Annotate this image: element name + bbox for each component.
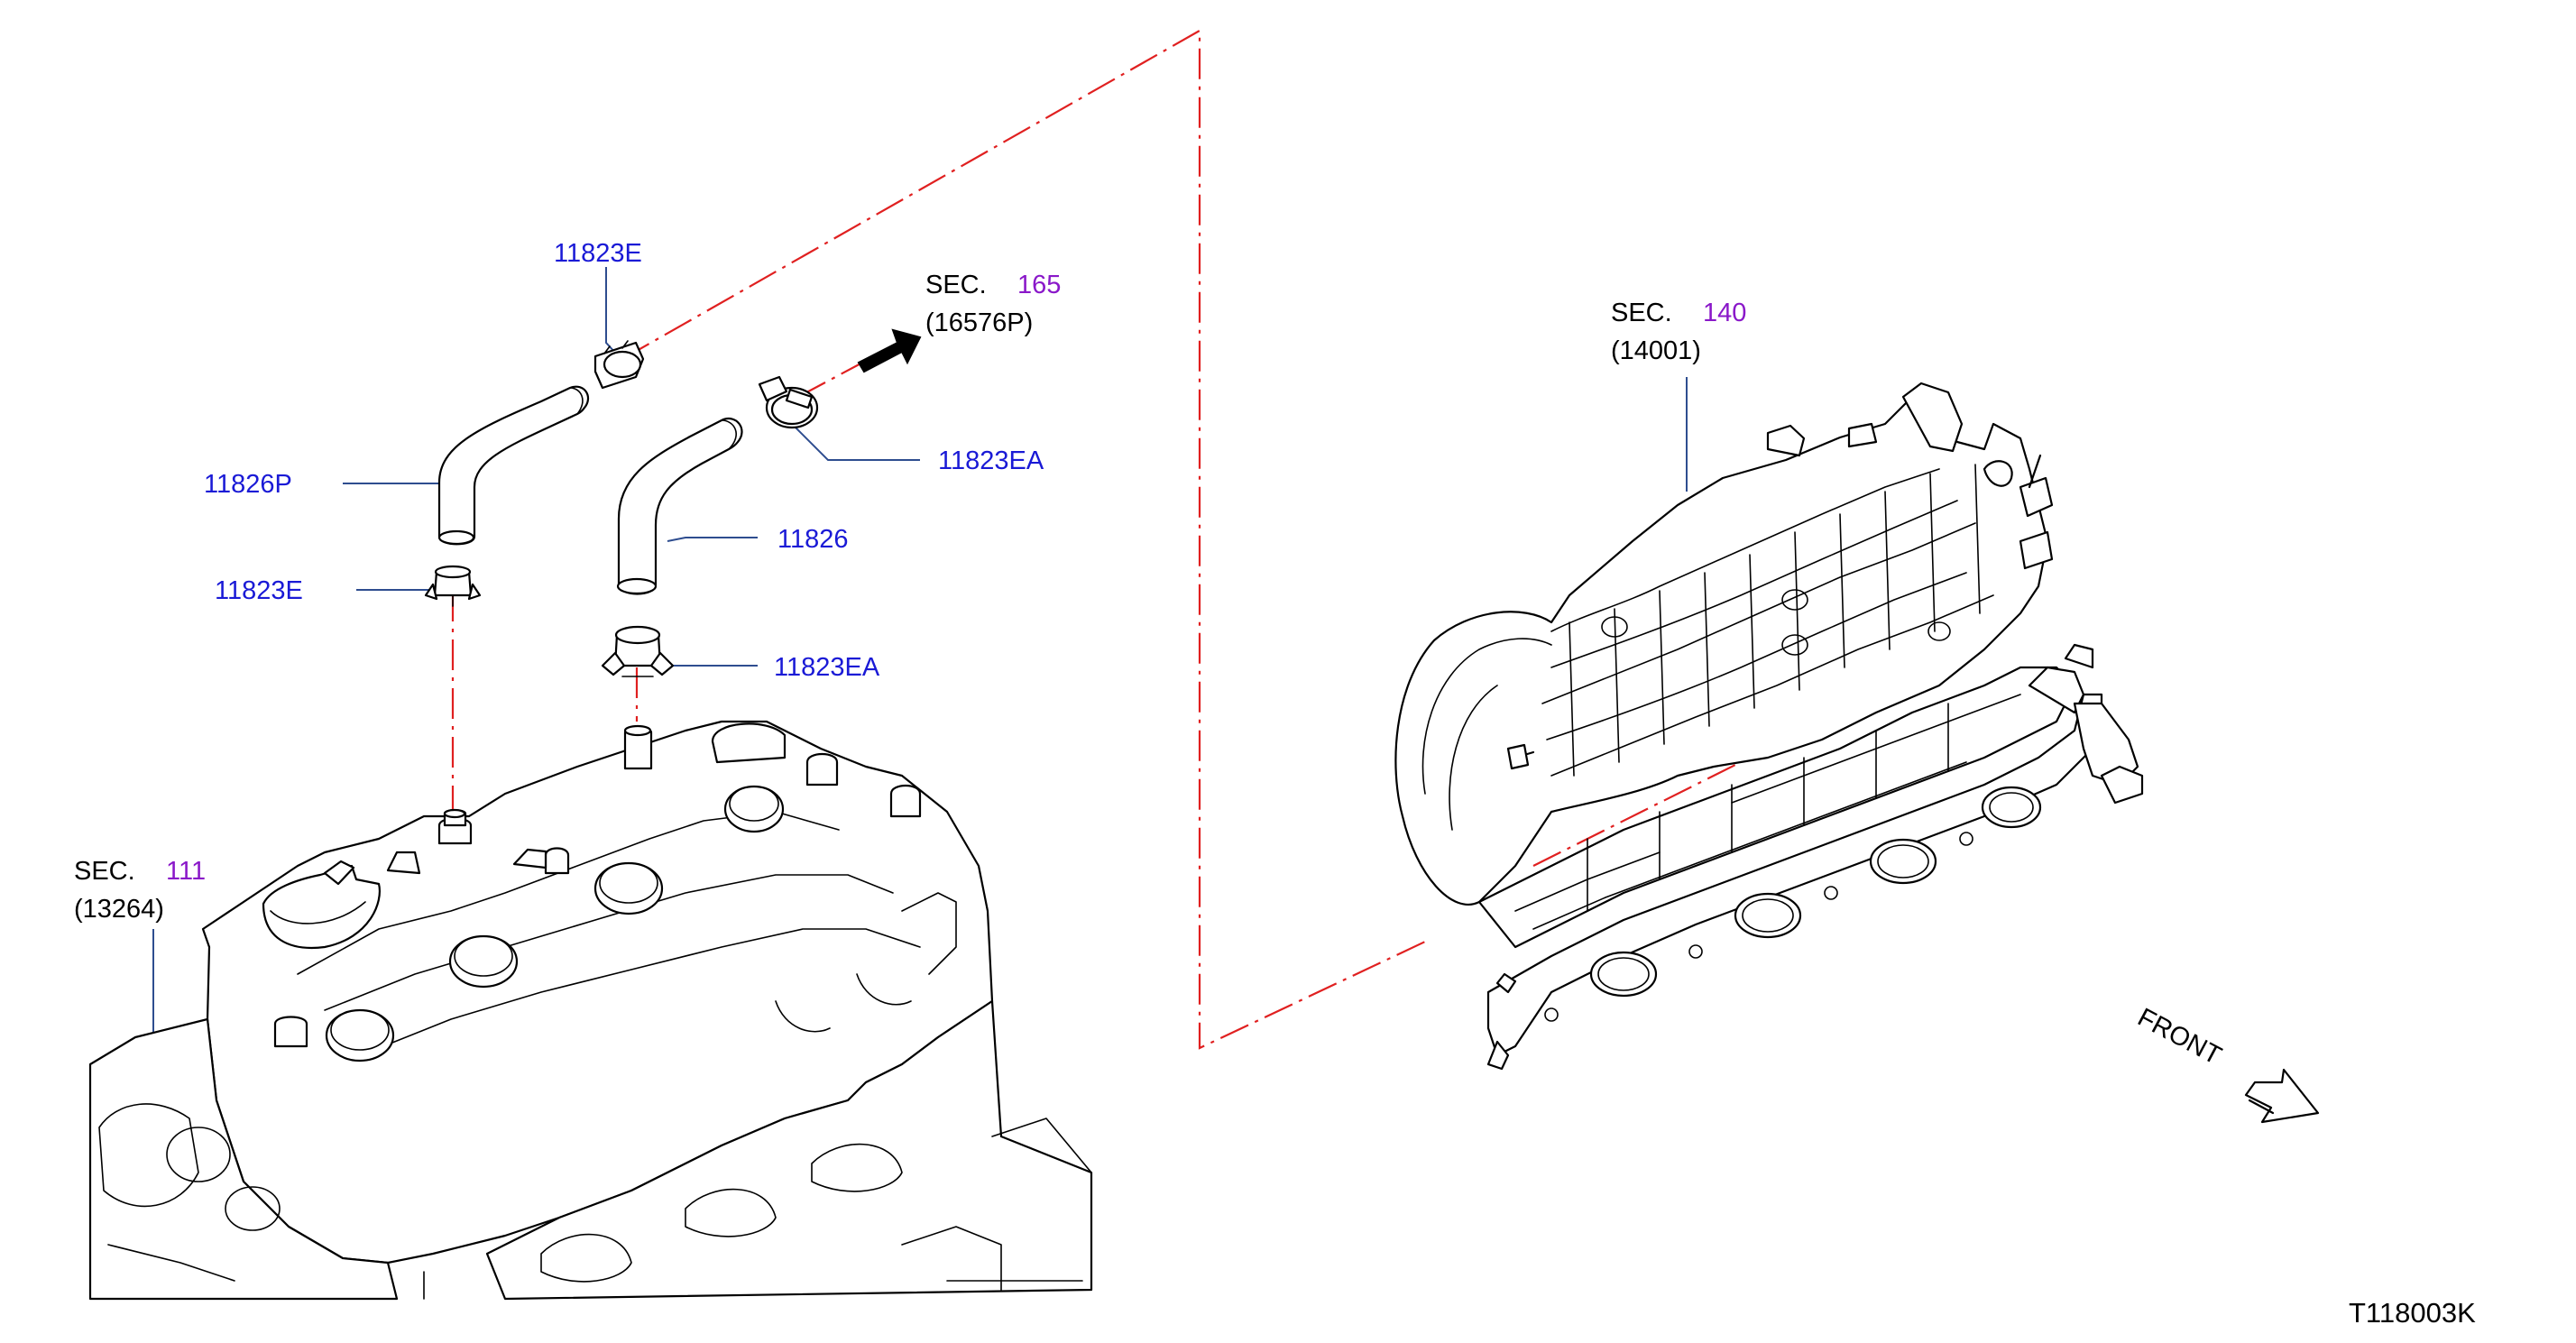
centerlines bbox=[451, 29, 1895, 1050]
section-prefix: SEC. bbox=[1611, 299, 1672, 327]
front-indicator: FRONT bbox=[2133, 1003, 2320, 1124]
section-ref: (14001) bbox=[1611, 336, 1701, 365]
front-label: FRONT bbox=[2133, 1003, 2226, 1071]
clamp-11823ea-top bbox=[758, 375, 819, 429]
leader-11823e-top bbox=[605, 267, 617, 354]
part-label-11826p: 11826P bbox=[204, 470, 292, 499]
intake-manifold bbox=[1394, 382, 2144, 1071]
section-number: 140 bbox=[1703, 299, 1746, 327]
centerline-manifold-axis bbox=[1532, 685, 1895, 867]
section-callout-140: SEC. 140 (14001) bbox=[1611, 299, 1746, 365]
part-label-11823e-top: 11823E bbox=[554, 239, 642, 268]
section-callout-111: SEC. 111 (13264) bbox=[74, 857, 206, 924]
outlet-arrow-icon bbox=[857, 328, 922, 373]
hose-11826 bbox=[616, 418, 743, 595]
part-labels: 11823E 11826P 11823E 11823EA 11826 11823… bbox=[204, 239, 1044, 682]
section-ref: (16576P) bbox=[925, 308, 1033, 337]
front-arrow-icon bbox=[2244, 1068, 2320, 1124]
part-label-11823e-low: 11823E bbox=[215, 576, 303, 605]
section-number: 111 bbox=[166, 857, 206, 886]
leader-11826 bbox=[667, 537, 758, 542]
section-prefix: SEC. bbox=[74, 857, 135, 886]
section-ref: (13264) bbox=[74, 895, 164, 924]
section-number: 165 bbox=[1017, 271, 1061, 299]
clamp-11823e-low bbox=[424, 565, 482, 607]
section-callout-165: SEC. 165 (16576P) bbox=[925, 271, 1061, 337]
clamp-11823ea-low bbox=[601, 625, 675, 677]
leader-11823ea-top bbox=[791, 423, 920, 461]
part-label-11823ea-low: 11823EA bbox=[774, 653, 880, 682]
centerline-pcv-outlet bbox=[797, 360, 867, 398]
part-label-11823ea-top: 11823EA bbox=[938, 446, 1044, 475]
centerline-hose-loop bbox=[621, 29, 1426, 1050]
clamp-11823e-top bbox=[593, 340, 645, 390]
cylinder-head-rocker-cover bbox=[88, 720, 1093, 1301]
part-label-11826: 11826 bbox=[777, 525, 849, 554]
leader-lines bbox=[152, 267, 1688, 1035]
diagram-code: T118003K bbox=[2349, 1297, 2476, 1329]
section-prefix: SEC. bbox=[925, 271, 987, 299]
hose-11826p bbox=[437, 385, 590, 546]
